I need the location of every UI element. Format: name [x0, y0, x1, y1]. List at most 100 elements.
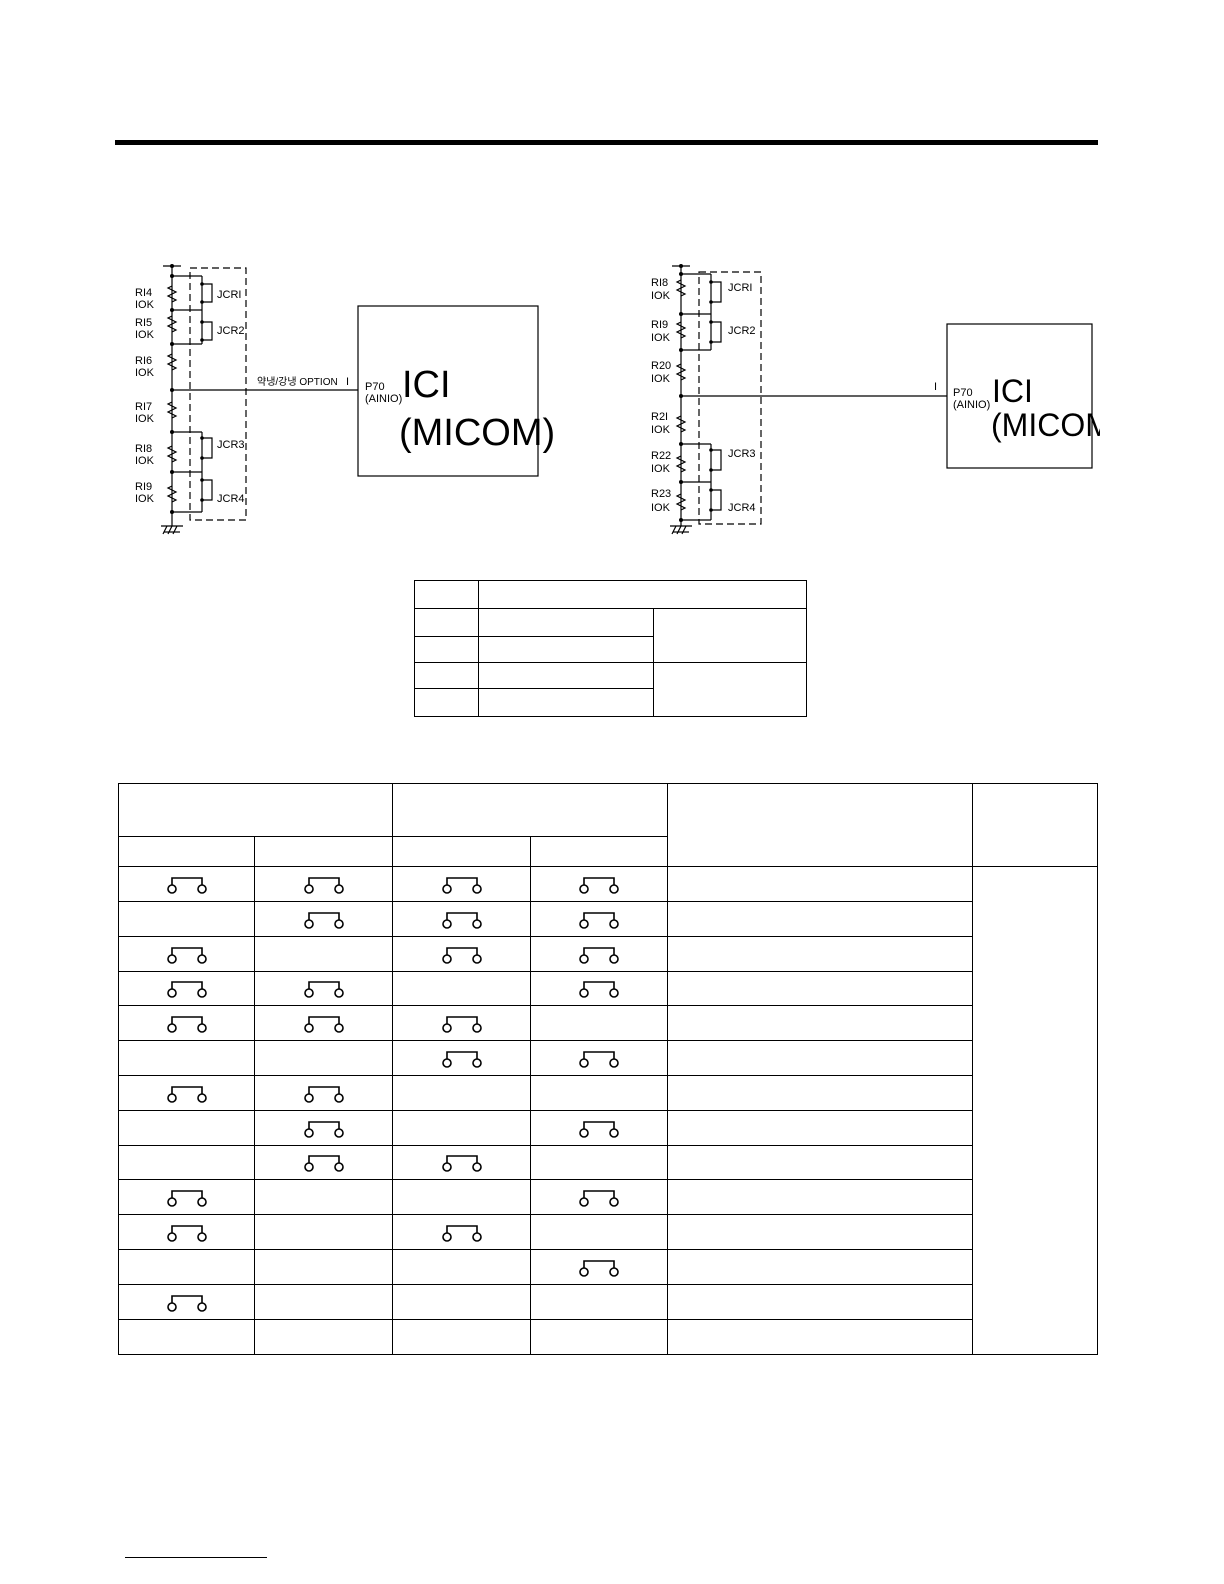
table-row	[118, 1318, 1098, 1355]
jumper-cell	[392, 1214, 531, 1250]
jumper-cell	[118, 1179, 255, 1216]
jumper-closed-icon	[441, 946, 482, 964]
jumper-label: JCR2	[217, 325, 245, 337]
resistor-ref: RI4	[135, 287, 152, 299]
jumper-cell	[530, 1109, 668, 1146]
jumper-cell	[530, 1074, 668, 1111]
table-cell	[478, 662, 654, 689]
jumper-closed-icon	[579, 1260, 619, 1277]
jumper-cell	[530, 1179, 668, 1216]
jumper-closed-icon	[441, 1225, 482, 1242]
jumper-cell	[254, 1214, 393, 1250]
description-cell	[667, 866, 973, 902]
resistor-value: IOK	[651, 502, 671, 514]
jumper-cell	[530, 1214, 668, 1250]
header-cell	[972, 783, 1098, 867]
description-cell	[667, 1214, 973, 1250]
resistor-ref: R20	[651, 360, 671, 372]
table-row	[118, 901, 1098, 937]
description-cell	[667, 1040, 973, 1076]
jumper-closed-icon	[441, 1155, 482, 1173]
header-cell	[392, 836, 531, 867]
jumper-closed-icon	[303, 1016, 344, 1034]
jumper-closed-icon	[303, 981, 344, 999]
net-label: 약냉/강냉 OPTION	[257, 376, 338, 388]
right-option-circuit-schematic: RI8 IOK RI9 IOK R20 IOK R2I IOK R22 IOK …	[651, 264, 1100, 535]
jumper-closed-icon	[303, 1086, 344, 1103]
jumper-closed-icon	[579, 1051, 619, 1068]
jumper-closed-icon	[441, 1051, 482, 1068]
ic-name: (MICOM)	[399, 412, 555, 454]
resistor-value: IOK	[135, 329, 155, 341]
table-cell	[414, 608, 479, 637]
jumper-cell	[530, 1144, 668, 1181]
jumper-label: JCR4	[728, 502, 756, 514]
jumper-closed-icon	[166, 1190, 207, 1208]
jumper-cell	[254, 1005, 393, 1042]
resistor-ref: RI9	[135, 481, 152, 493]
jumper-closed-icon	[166, 946, 207, 964]
pin-name: P70	[953, 387, 973, 399]
jumper-cell	[392, 866, 531, 902]
jumper-label: JCR3	[728, 448, 756, 460]
option-summary-table	[414, 580, 807, 717]
jumper-label: JCR3	[217, 439, 245, 451]
resistor-value: IOK	[135, 413, 155, 425]
resistor-ref: RI9	[651, 319, 668, 331]
jumper-cell	[254, 1109, 393, 1146]
jumper-cell	[392, 901, 531, 937]
resistor-ref: R23	[651, 488, 671, 500]
table-cell	[478, 608, 654, 637]
jumper-cell	[530, 1040, 668, 1076]
header-cell	[667, 783, 973, 867]
jumper-option-table	[118, 783, 1098, 1355]
header-cell	[530, 836, 668, 867]
jumper-cell	[392, 1179, 531, 1216]
jumper-closed-icon	[579, 877, 619, 894]
resistor-value: IOK	[135, 299, 155, 311]
jumper-cell	[118, 1040, 255, 1076]
pin-number: I	[934, 381, 937, 393]
table-row	[118, 1109, 1098, 1146]
jumper-cell	[254, 901, 393, 937]
jumper-cell	[392, 1248, 531, 1285]
jumper-closed-icon	[166, 1016, 207, 1034]
jumper-cell	[530, 970, 668, 1007]
jumper-cell	[530, 1005, 668, 1042]
jumper-cell	[118, 866, 255, 902]
description-cell	[667, 1179, 973, 1216]
resistor-value: IOK	[651, 424, 671, 436]
jumper-cell	[118, 1005, 255, 1042]
resistor-ref: RI5	[135, 317, 152, 329]
resistor-value: IOK	[651, 373, 671, 385]
jumper-cell	[118, 1144, 255, 1181]
description-cell	[667, 970, 973, 1007]
jumper-closed-icon	[441, 1016, 482, 1034]
jumper-cell	[118, 1318, 255, 1355]
jumper-label: JCR2	[728, 325, 756, 337]
jumper-cell	[530, 1318, 668, 1355]
table-cell	[414, 688, 479, 717]
jumper-closed-icon	[441, 877, 482, 894]
jumper-cell	[392, 1074, 531, 1111]
jumper-closed-icon	[303, 912, 344, 929]
jumper-label: JCR4	[217, 493, 245, 505]
jumper-closed-icon	[166, 1086, 207, 1103]
jumper-cell	[118, 935, 255, 972]
table-row	[118, 1214, 1098, 1250]
table-cell	[414, 636, 479, 663]
table-cell	[478, 688, 654, 717]
jumper-cell	[254, 1248, 393, 1285]
table-cell	[653, 662, 807, 717]
jumper-cell	[118, 970, 255, 1007]
header-rule	[115, 140, 1098, 145]
jumper-cell	[118, 901, 255, 937]
resistor-ref: R2I	[651, 411, 668, 423]
resistor-value: IOK	[135, 367, 155, 379]
jumper-rows	[118, 866, 1098, 1355]
header-cell	[118, 783, 393, 837]
jumper-closed-icon	[303, 877, 344, 894]
remark-cell	[972, 866, 1098, 1355]
resistor-ref: RI8	[135, 443, 152, 455]
resistor-ref: RI8	[651, 277, 668, 289]
